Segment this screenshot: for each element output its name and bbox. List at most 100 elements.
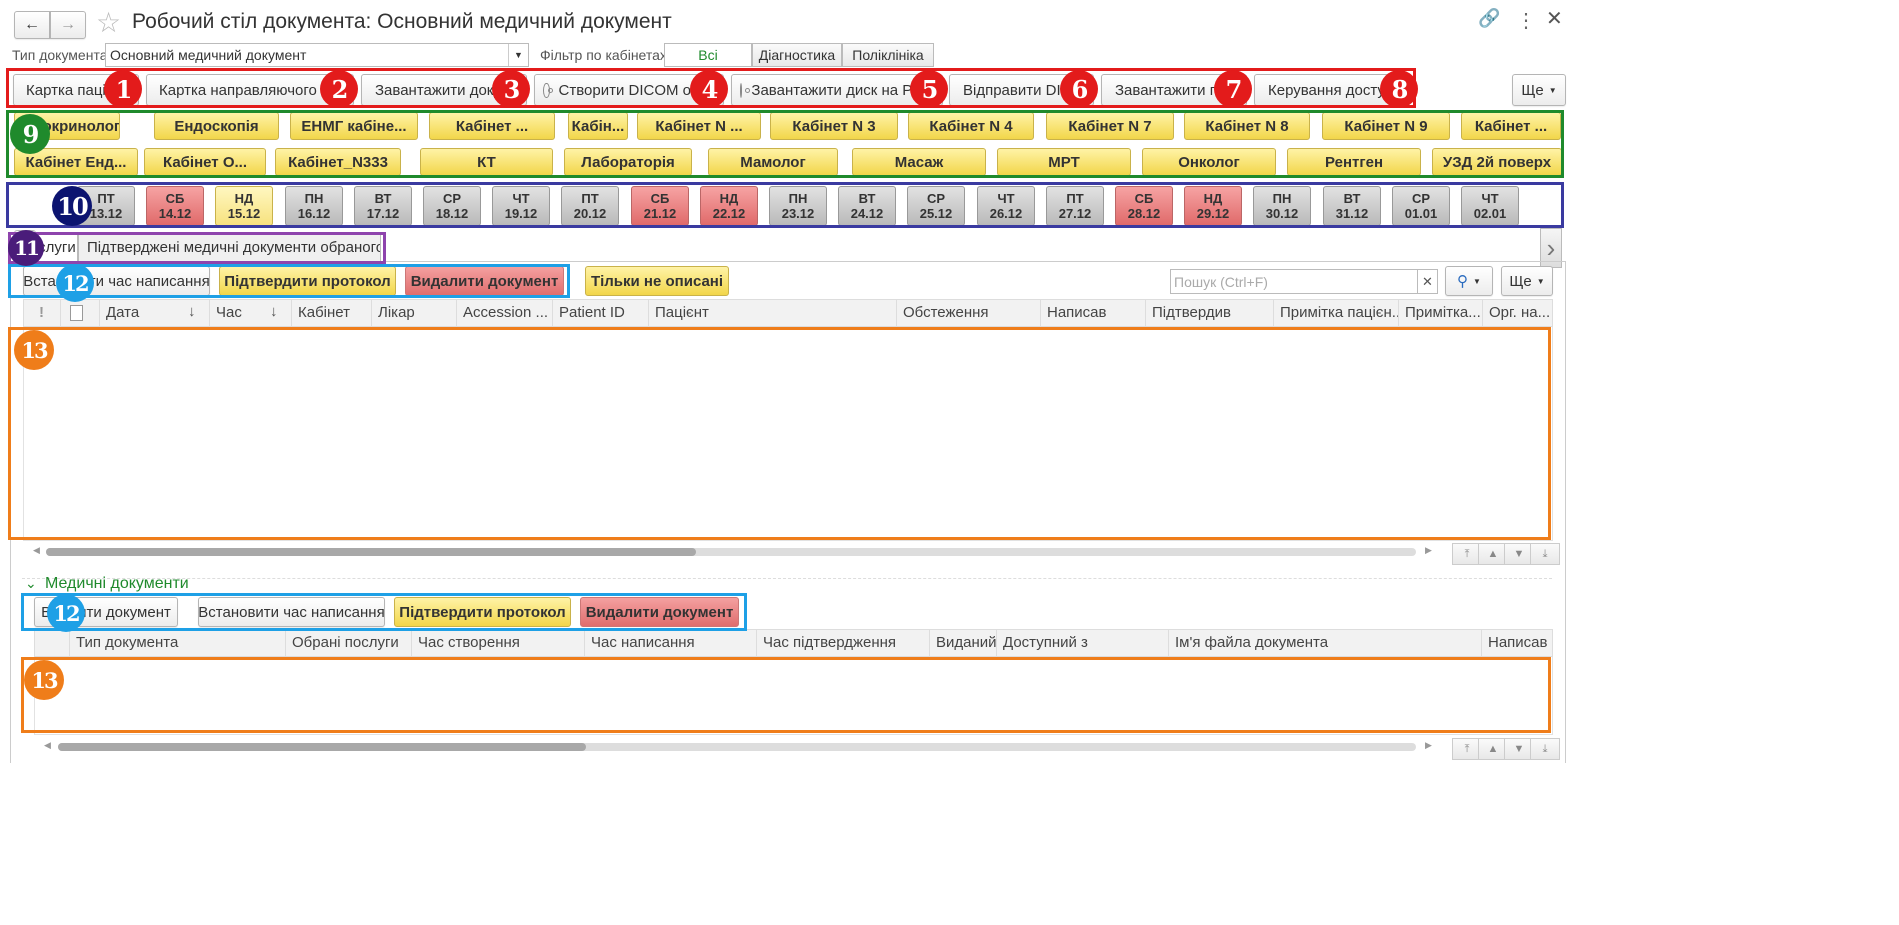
r2-cabinet-button-3[interactable]: Кабінет_N333 (275, 148, 401, 176)
r2-cabinet-button-9[interactable]: Онколог (1142, 148, 1276, 176)
r2-cabinet-button-11[interactable]: УЗД 2й поверх (1432, 148, 1562, 176)
services-col-6[interactable]: Accession ... (457, 299, 553, 327)
services-col-9[interactable]: Обстеження (897, 299, 1041, 327)
med-docs-col-7[interactable]: Доступний з (997, 629, 1169, 657)
services-col-8[interactable]: Пацієнт (649, 299, 897, 327)
collapse-chevron-icon[interactable]: ⌄ (25, 575, 37, 591)
search-icon: ⚲ (1457, 273, 1469, 290)
cabinet-filter-all[interactable]: Всі (664, 43, 752, 67)
services-col-1[interactable] (61, 299, 100, 327)
services-col-13[interactable]: Примітка... (1399, 299, 1483, 327)
last-row-button[interactable]: ⤓ (1530, 543, 1560, 565)
services-col-5[interactable]: Лікар (372, 299, 457, 327)
services-col-7[interactable]: Patient ID (553, 299, 649, 327)
back-button[interactable]: ← (14, 11, 50, 39)
med-docs-col-6[interactable]: Виданий (930, 629, 997, 657)
r1-cabinet-button-6[interactable]: Кабінет N ... (637, 112, 761, 140)
scroll-right-icon[interactable]: ▶ (1425, 740, 1432, 750)
r2-cabinet-button-2[interactable]: Кабінет О... (144, 148, 266, 176)
services-more-button[interactable]: Ще ▼ (1501, 266, 1553, 296)
tab-confirmed-docs[interactable]: Підтверджені медичні документи обраного … (78, 232, 381, 262)
toolbar-more-button[interactable]: Ще ▼ (1512, 74, 1566, 106)
services-col-3[interactable]: Час (210, 299, 292, 327)
star-icon[interactable]: ☆ (96, 7, 122, 38)
r2-cabinet-button-8[interactable]: МРТ (997, 148, 1131, 176)
scroll-left-icon[interactable]: ◀ (33, 545, 40, 555)
more-vertical-icon[interactable]: ⋮ (1516, 10, 1536, 32)
date-value: 18.12 (435, 206, 469, 221)
link-icon[interactable]: 🔗 (1478, 8, 1501, 28)
services-col-12[interactable]: Примітка пацієн... (1274, 299, 1399, 327)
med-confirm-protocol-button[interactable]: Підтвердити протокол (394, 597, 571, 627)
services-col-10[interactable]: Написав (1041, 299, 1146, 327)
marker-3: 3 (492, 70, 530, 108)
services-col-14[interactable]: Орг. на... (1483, 299, 1553, 327)
r1-cabinet-button-8[interactable]: Кабінет N 4 (908, 112, 1034, 140)
forward-button[interactable]: → (50, 11, 86, 39)
chevron-down-icon[interactable]: ▼ (508, 44, 528, 66)
search-input[interactable]: Пошук (Ctrl+F) (1170, 269, 1418, 294)
med-docs-col-1[interactable]: Тип документа (70, 629, 286, 657)
r1-cabinet-button-11[interactable]: Кабінет N 9 (1322, 112, 1450, 140)
med-delete-document-button[interactable]: Видалити документ (580, 597, 739, 627)
med-docs-section-title[interactable]: Медичні документи (45, 575, 189, 592)
r1-cabinet-button-3[interactable]: ЕНМГ кабіне... (290, 112, 418, 140)
med-docs-col-2[interactable]: Обрані послуги (286, 629, 412, 657)
med-set-writing-time-button[interactable]: Встановити час написання (198, 597, 385, 627)
r1-cabinet-button-2[interactable]: Ендоскопія (154, 112, 279, 140)
scroll-right-icon[interactable]: ▶ (1425, 545, 1432, 555)
services-scroll-thumb[interactable] (46, 548, 696, 556)
search-button[interactable]: ⚲ ▼ (1445, 266, 1493, 296)
scroll-left-icon[interactable]: ◀ (44, 740, 51, 750)
last-row-button[interactable]: ⤓ (1530, 738, 1560, 760)
r2-cabinet-button-6[interactable]: Мамолог (708, 148, 838, 176)
services-hscrollbar[interactable] (46, 548, 1416, 556)
services-col-11[interactable]: Підтвердив (1146, 299, 1274, 327)
med-docs-col-4[interactable]: Час написання (585, 629, 757, 657)
med-docs-col-5[interactable]: Час підтвердження (757, 629, 930, 657)
med-docs-col-0[interactable] (34, 629, 70, 657)
delete-document-button[interactable]: Видалити документ (405, 266, 564, 296)
only-undescribed-button[interactable]: Тільки не описані (585, 266, 729, 296)
date-value: 19.12 (504, 206, 538, 221)
doc-type-select[interactable]: Основний медичний документ ▼ (105, 43, 529, 67)
med-docs-hscrollbar[interactable] (58, 743, 1416, 751)
close-icon[interactable]: ✕ (1546, 8, 1563, 30)
services-col-0[interactable]: ! (23, 299, 61, 327)
cabinet-filter-polyclinic[interactable]: Поліклініка (842, 43, 934, 67)
cabinet-filter-diagnostics[interactable]: Діагностика (752, 43, 842, 67)
clear-search-icon[interactable]: ✕ (1418, 269, 1438, 294)
r1-cabinet-button-7[interactable]: Кабінет N 3 (770, 112, 898, 140)
date-value: 29.12 (1196, 206, 1230, 221)
med-docs-col-8[interactable]: Ім'я файла документа (1169, 629, 1482, 657)
med-docs-scroll-thumb[interactable] (58, 743, 586, 751)
r1-cabinet-button-5[interactable]: Кабін... (568, 112, 628, 140)
services-col-4[interactable]: Кабінет (292, 299, 372, 327)
med-docs-col-9[interactable]: Написав (1482, 629, 1553, 657)
arrow-right-icon: → (60, 16, 76, 33)
prev-row-button[interactable]: ▲ (1478, 543, 1508, 565)
first-row-button[interactable]: ⤒ (1452, 738, 1482, 760)
r1-cabinet-button-10[interactable]: Кабінет N 8 (1184, 112, 1310, 140)
marker-8: 8 (1380, 70, 1418, 108)
access-control-button[interactable]: Керування доступом (1254, 74, 1404, 106)
services-col-2[interactable]: Дата (100, 299, 210, 327)
med-docs-col-3[interactable]: Час створення (412, 629, 585, 657)
annotation-frame-tabs (8, 232, 386, 264)
